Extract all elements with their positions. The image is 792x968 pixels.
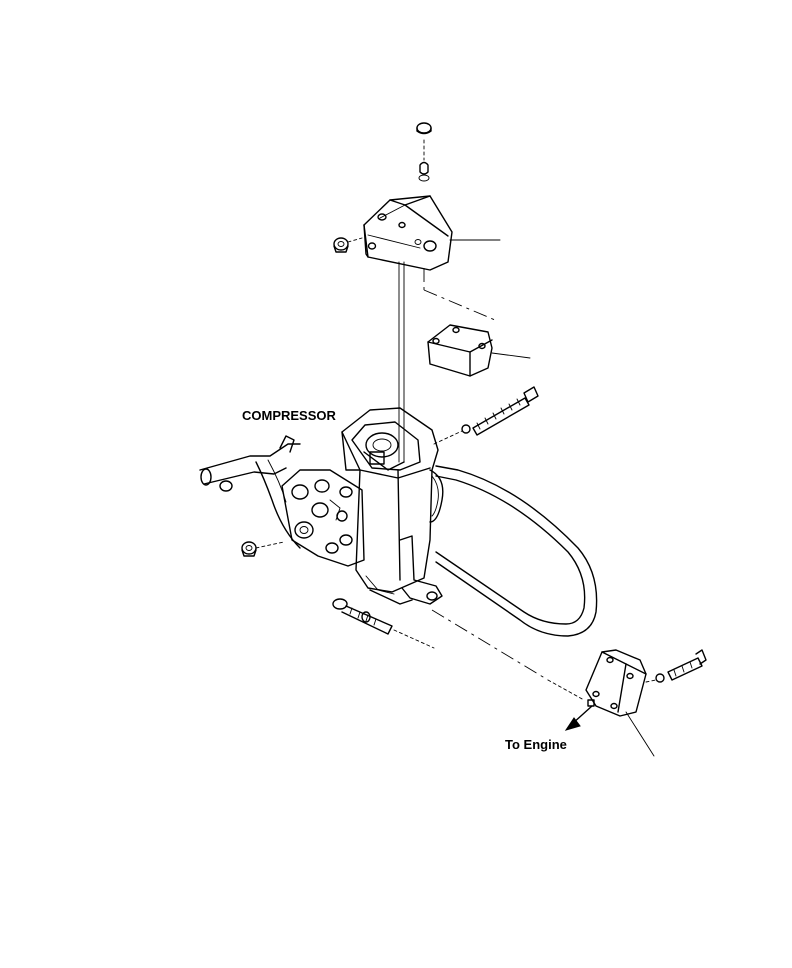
refrigerant-hose	[199, 435, 301, 549]
top-nut	[416, 122, 432, 135]
lower-bracket	[585, 649, 647, 717]
upper-bracket	[363, 195, 453, 271]
bracket-side-nut	[333, 237, 349, 253]
drive-belt	[435, 465, 598, 637]
lower-right-bolt	[655, 649, 707, 683]
lower-bolt	[332, 598, 393, 635]
to-engine-arrow	[564, 705, 593, 731]
spacer-block	[427, 324, 493, 377]
top-washer	[418, 161, 430, 182]
upper-bolt	[461, 386, 539, 436]
compressor-label: COMPRESSOR	[242, 408, 337, 423]
compressor-body	[281, 407, 444, 605]
to-engine-label: To Engine	[505, 737, 567, 752]
left-nut	[241, 541, 257, 557]
